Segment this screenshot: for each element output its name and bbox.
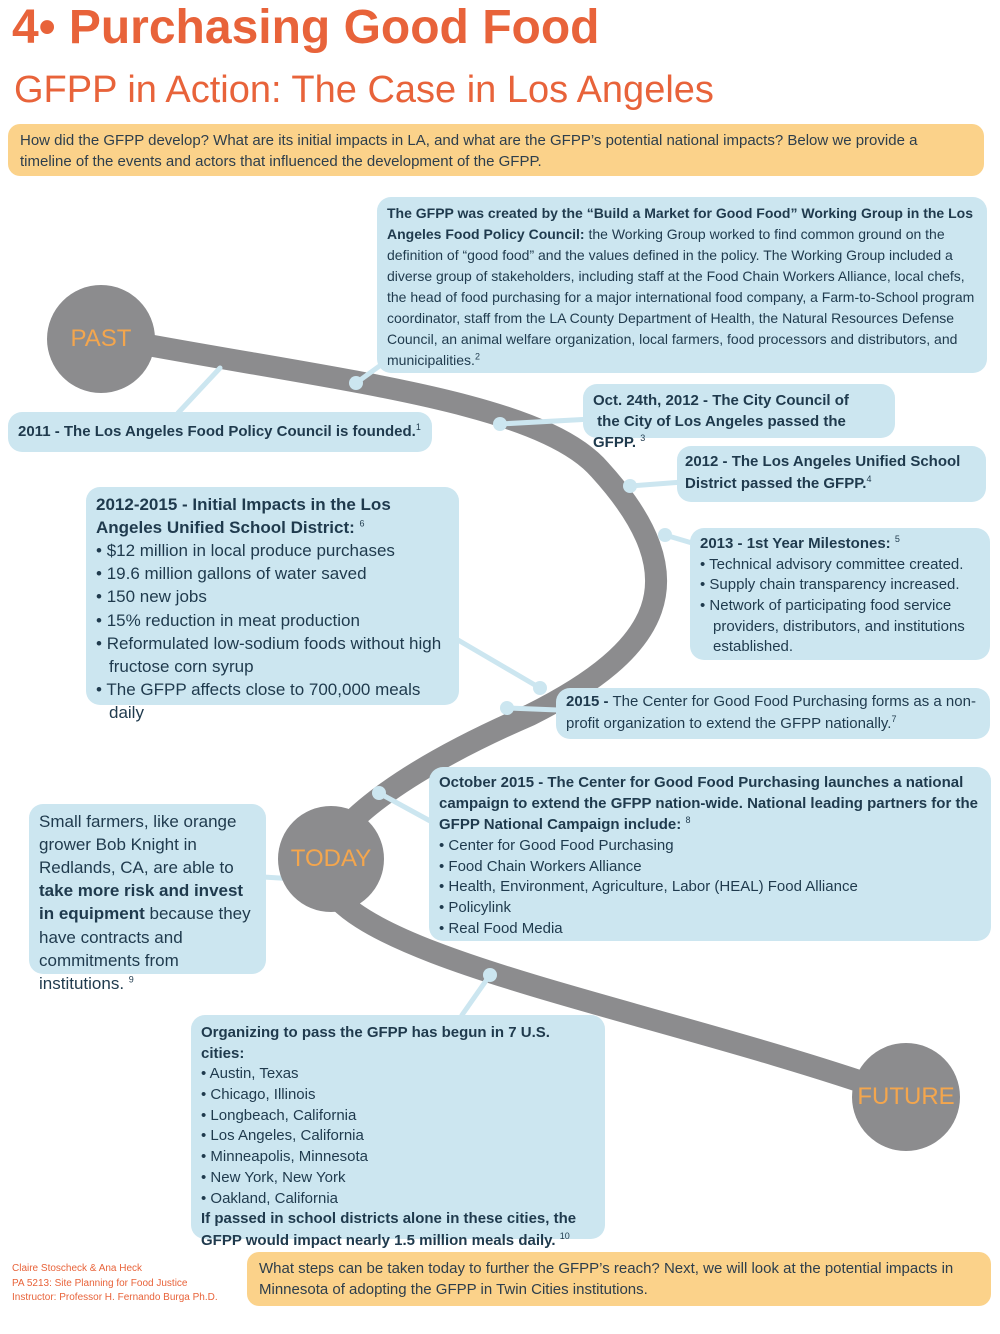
era-past: PAST xyxy=(47,285,155,393)
event-cities: Organizing to pass the GFPP has begun in… xyxy=(191,1015,605,1249)
page-subtitle: GFPP in Action: The Case in Los Angeles xyxy=(14,69,714,111)
impact-item: $12 million in local produce purchases xyxy=(96,539,449,562)
credit-instructor: Instructor: Professor H. Fernando Burga … xyxy=(12,1292,218,1303)
city-item: Los Angeles, California xyxy=(201,1126,595,1147)
impacts-heading: 2012-2015 - Initial Impacts in the Los A… xyxy=(96,495,391,538)
footnote-1: 1 xyxy=(415,422,421,432)
working-group-heading: The GFPP was created by the “Build a Mar… xyxy=(387,205,973,242)
milestones-heading: 2013 - 1st Year Milestones: xyxy=(700,535,891,552)
milestone-item: Supply chain transparency increased. xyxy=(700,575,980,596)
partner-item: Real Food Media xyxy=(439,919,981,940)
era-future: FUTURE xyxy=(852,1043,960,1151)
farmers-text-2: because they have contracts and commitme… xyxy=(39,904,251,993)
footnote-9: 9 xyxy=(128,974,134,985)
credit-authors: Claire Stoscheck & Ana Heck xyxy=(12,1263,143,1274)
event-working-group: The GFPP was created by the “Build a Mar… xyxy=(377,197,987,373)
connector-cities xyxy=(459,972,493,1018)
city-item: New York, New York xyxy=(201,1168,595,1189)
working-group-text: the Working Group worked to find common … xyxy=(387,226,975,368)
event-founded: 2011 - The Los Angeles Food Policy Counc… xyxy=(8,412,432,452)
city-item: Austin, Texas xyxy=(201,1064,595,1085)
milestone-item: Network of participating food service pr… xyxy=(700,596,980,658)
campaign-partners-list: Center for Good Food Purchasing Food Cha… xyxy=(439,836,981,939)
farmers-emphasis: take more risk and invest in equipment xyxy=(39,881,244,924)
intro-box: How did the GFPP develop? What are its i… xyxy=(8,124,984,176)
connector-center xyxy=(504,705,561,713)
footnote-6: 6 xyxy=(359,518,365,529)
milestone-item: Technical advisory committee created. xyxy=(700,555,980,576)
page-title: 4• Purchasing Good Food xyxy=(12,1,600,54)
event-milestones: 2013 - 1st Year Milestones: 5 Technical … xyxy=(690,528,990,660)
impact-item: 19.6 million gallons of water saved xyxy=(96,562,449,585)
partner-item: Policylink xyxy=(439,898,981,919)
footnote-10: 10 xyxy=(559,1230,570,1241)
partner-item: Health, Environment, Agriculture, Labor … xyxy=(439,877,981,898)
event-campaign: October 2015 - The Center for Good Food … xyxy=(429,767,991,941)
connector-lausd xyxy=(627,479,686,489)
event-center: 2015 - The Center for Good Food Purchasi… xyxy=(556,688,990,739)
city-item: Longbeach, California xyxy=(201,1106,595,1127)
credits: Claire Stoscheck & Ana Heck PA 5213: Sit… xyxy=(12,1262,218,1306)
city-council-line1: Oct. 24th, 2012 - The City Council of xyxy=(593,392,849,409)
dot-cities xyxy=(483,968,497,982)
city-item: Oakland, California xyxy=(201,1189,595,1210)
dot-impacts xyxy=(533,681,547,695)
event-farmers: Small farmers, like orange grower Bob Kn… xyxy=(29,804,266,993)
farmers-text-1: Small farmers, like orange grower Bob Kn… xyxy=(39,812,237,878)
dot-campaign xyxy=(372,786,386,800)
milestones-list: Technical advisory committee created. Su… xyxy=(700,555,980,658)
event-lausd: 2012 - The Los Angeles Unified School Di… xyxy=(677,446,986,502)
connector-impacts xyxy=(455,637,543,691)
footnote-7: 7 xyxy=(891,713,897,724)
campaign-heading: October 2015 - The Center for Good Food … xyxy=(439,774,978,834)
center-year: 2015 - xyxy=(566,693,609,710)
impact-item: The GFPP affects close to 700,000 meals … xyxy=(96,678,449,724)
footnote-8: 8 xyxy=(685,815,691,826)
connector-city-council xyxy=(497,416,595,427)
cities-footer: If passed in school districts alone in t… xyxy=(201,1210,577,1249)
footnote-2: 2 xyxy=(474,351,480,362)
footnote-5: 5 xyxy=(894,534,900,544)
lausd-text: 2012 - The Los Angeles Unified School Di… xyxy=(685,453,961,492)
cities-heading: Organizing to pass the GFPP has begun in… xyxy=(201,1024,550,1062)
city-item: Minneapolis, Minnesota xyxy=(201,1147,595,1168)
footnote-4: 4 xyxy=(866,473,872,484)
cities-list: Austin, Texas Chicago, Illinois Longbeac… xyxy=(201,1064,595,1209)
partner-item: Center for Good Food Purchasing xyxy=(439,836,981,857)
dot-city-council xyxy=(493,417,507,431)
impacts-list: $12 million in local produce purchases 1… xyxy=(96,539,449,724)
era-today: TODAY xyxy=(278,806,384,912)
event-impacts: 2012-2015 - Initial Impacts in the Los A… xyxy=(86,487,459,722)
dot-working-group xyxy=(349,376,363,390)
dot-milestones xyxy=(658,528,672,542)
impact-item: 15% reduction in meat production xyxy=(96,609,449,632)
center-text: The Center for Good Food Purchasing form… xyxy=(566,693,976,732)
impact-item: 150 new jobs xyxy=(96,585,449,608)
dot-lausd xyxy=(623,479,637,493)
founded-text: 2011 - The Los Angeles Food Policy Counc… xyxy=(18,423,416,440)
outro-box: What steps can be taken today to further… xyxy=(247,1252,991,1306)
partner-item: Food Chain Workers Alliance xyxy=(439,857,981,878)
credit-course: PA 5213: Site Planning for Food Justice xyxy=(12,1277,188,1289)
impact-item: Reformulated low-sodium foods without hi… xyxy=(96,632,449,678)
dot-center xyxy=(500,701,514,715)
city-council-line2: the City of Los Angeles passed the GFPP. xyxy=(593,413,846,451)
event-city-council: Oct. 24th, 2012 - The City Council of th… xyxy=(583,384,895,451)
city-item: Chicago, Illinois xyxy=(201,1085,595,1106)
footnote-3: 3 xyxy=(640,433,646,443)
connector-campaign xyxy=(376,790,435,825)
connector-founded xyxy=(175,365,223,416)
